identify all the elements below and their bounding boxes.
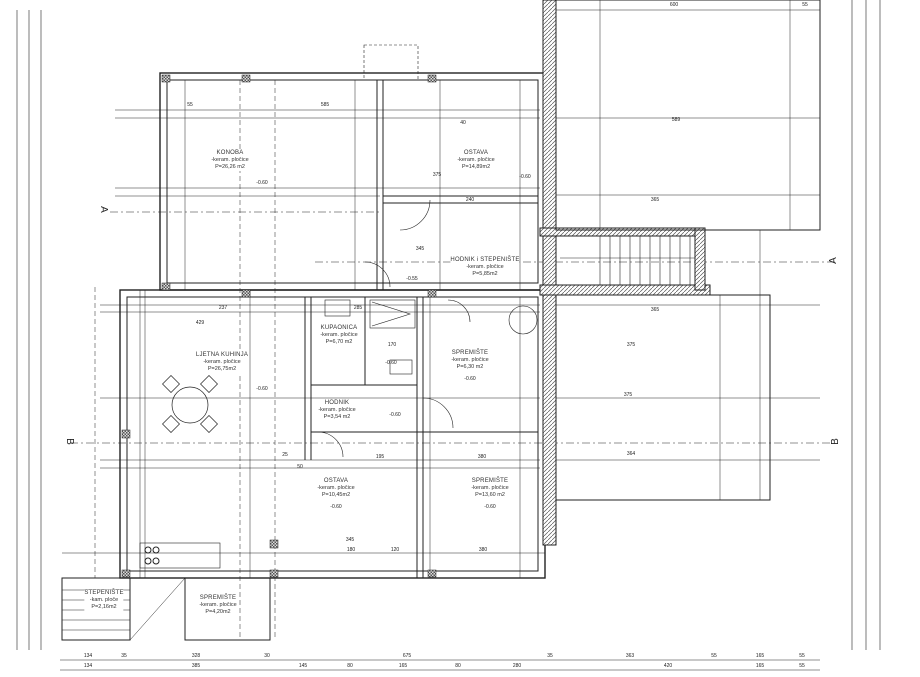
dimension-label: 365 — [650, 307, 660, 313]
dimension-label: 589 — [671, 117, 681, 123]
dimension-label: 429 — [195, 320, 205, 326]
dimension-label: 134 — [83, 653, 93, 659]
lower-right-area — [555, 294, 771, 501]
dimension-label: 55 — [187, 102, 193, 108]
section-marker-b-left: B — [63, 438, 75, 445]
level-mark: -0.60 — [256, 180, 268, 186]
dimension-label: 585 — [320, 102, 330, 108]
dimension-label: 134 — [83, 663, 93, 669]
dimension-label: 30 — [264, 653, 270, 659]
dimension-label: 237 — [218, 305, 228, 311]
dimension-label: 345 — [345, 537, 355, 543]
dimension-label: 280 — [512, 663, 522, 669]
dimension-label: 675 — [402, 653, 412, 659]
level-mark: -0.60 — [464, 376, 476, 382]
level-mark: -0.60 — [385, 360, 397, 366]
dimension-label: 365 — [650, 197, 660, 203]
kitchen-counter — [139, 542, 221, 569]
level-mark: -0.60 — [389, 412, 401, 418]
dimension-label: 120 — [390, 547, 400, 553]
dimension-label: 380 — [477, 454, 487, 460]
shower — [369, 299, 416, 329]
dimension-label: 363 — [625, 653, 635, 659]
dimension-label: 40 — [460, 120, 466, 126]
dimension-label: 375 — [432, 172, 442, 178]
dimension-label: 180 — [346, 547, 356, 553]
dimension-label: 35 — [121, 653, 127, 659]
dimension-label: 328 — [191, 653, 201, 659]
columns — [121, 74, 437, 578]
dimension-label: 55 — [711, 653, 717, 659]
storage-annex — [184, 577, 271, 641]
staircase — [560, 236, 695, 285]
dimension-label: 375 — [623, 392, 633, 398]
level-mark: -0.55 — [406, 276, 418, 282]
section-marker-a-left: A — [97, 206, 109, 213]
level-mark: -0.60 — [519, 174, 531, 180]
dimension-label: 55 — [799, 663, 805, 669]
dimension-label: 55 — [802, 2, 808, 8]
dimension-label: 240 — [465, 197, 475, 203]
dimension-label: 420 — [663, 663, 673, 669]
dimension-label: 600 — [669, 2, 679, 8]
dimension-label: 364 — [626, 451, 636, 457]
dimension-label: 80 — [347, 663, 353, 669]
right-dimension-lines — [851, 0, 881, 650]
level-mark: -0.60 — [484, 504, 496, 510]
dimension-label: 35 — [547, 653, 553, 659]
dimension-label: 385 — [191, 663, 201, 669]
toilet — [389, 359, 413, 375]
dimension-label: 380 — [478, 547, 488, 553]
level-mark: -0.60 — [330, 504, 342, 510]
upper-right-area — [555, 0, 821, 231]
dimension-label: 375 — [626, 342, 636, 348]
dimension-label: 285 — [353, 305, 363, 311]
dimension-label: 165 — [398, 663, 408, 669]
level-mark: -0.60 — [256, 386, 268, 392]
dining-table — [162, 375, 218, 433]
dimension-label: 55 — [799, 653, 805, 659]
dimension-label: 170 — [387, 342, 397, 348]
section-marker-b-right: B — [829, 438, 841, 445]
dimension-label: 345 — [415, 246, 425, 252]
dimension-label: 165 — [755, 663, 765, 669]
dimension-label: 145 — [298, 663, 308, 669]
dimension-label: 25 — [282, 452, 288, 458]
retaining-wall — [542, 0, 557, 546]
left-dimension-lines — [16, 10, 42, 650]
dimension-label: 165 — [755, 653, 765, 659]
door-arc — [399, 199, 431, 231]
dimension-label: 50 — [297, 464, 303, 470]
bottom-dimension-lines — [60, 659, 820, 671]
dimension-label: 80 — [455, 663, 461, 669]
section-marker-a-right: A — [827, 257, 839, 264]
dimension-label: 195 — [375, 454, 385, 460]
stair-annex — [61, 577, 131, 641]
washbasin — [324, 299, 351, 317]
